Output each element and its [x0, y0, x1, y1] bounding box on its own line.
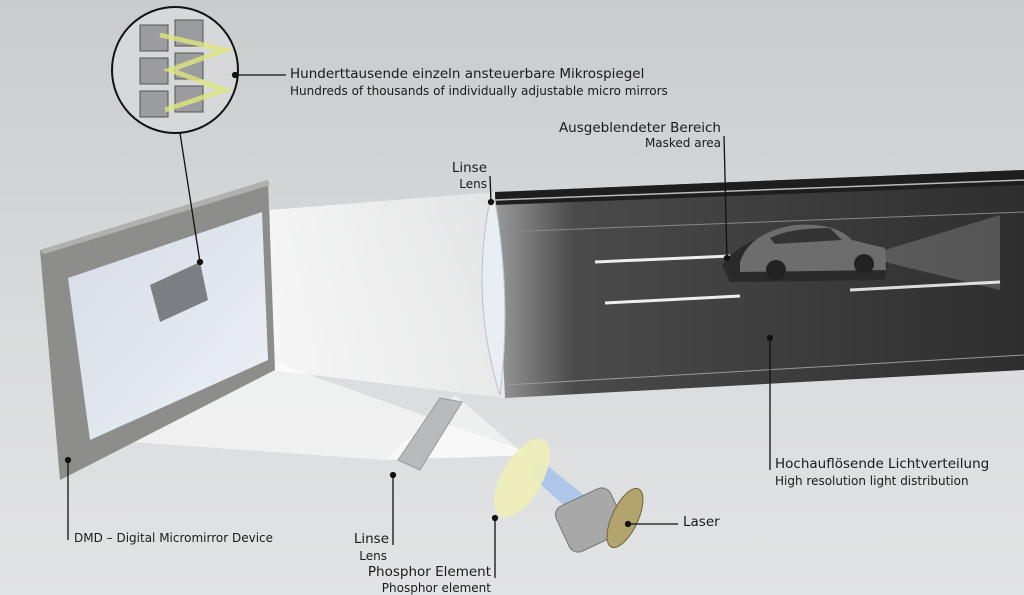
lens-bottom-label-de: Linse: [353, 531, 389, 547]
micromirror-zoom: [111, 6, 239, 134]
dmd-label: DMD – Digital Micromirror Device: [74, 531, 274, 545]
lens-top-label-en: Lens: [459, 177, 487, 191]
micromirrors-label-de: Hunderttausende einzeln ansteuerbare Mik…: [290, 66, 645, 82]
phosphor-label-de: Phosphor Element: [367, 564, 491, 580]
lens-bottom: [397, 397, 463, 471]
dmd-device: [40, 180, 275, 480]
masked-area-label-de: Ausgeblendeter Bereich: [558, 120, 721, 136]
road-projection: [494, 170, 1024, 398]
lens-top: [481, 199, 506, 396]
laser-module: [555, 487, 644, 553]
lens-top-label-de: Linse: [451, 160, 487, 176]
lens-bottom-label-en: Lens: [359, 549, 387, 563]
leader-lines: [64, 71, 774, 578]
micromirrors-label-en: Hundreds of thousands of individually ad…: [290, 84, 668, 98]
phosphor-element: [494, 438, 550, 518]
laser-label: Laser: [683, 514, 720, 530]
light-distribution-label-de: Hochauflösende Lichtverteilung: [775, 456, 990, 472]
phosphor-label-en: Phosphor element: [381, 581, 491, 595]
masked-area-label-en: Masked area: [644, 136, 721, 150]
car-image: [722, 215, 1000, 290]
light-distribution-label-en: High resolution light distribution: [775, 474, 969, 488]
